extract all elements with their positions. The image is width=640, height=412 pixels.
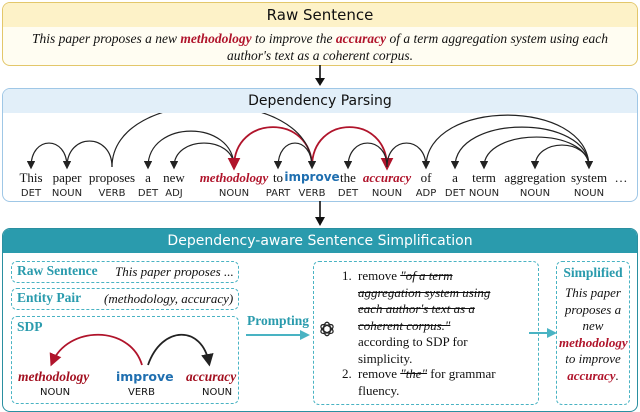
token-word: improve (284, 170, 340, 184)
raw-sentence-text: This paper proposes a new methodology to… (3, 27, 637, 67)
sdp-pos-methodology: NOUN (40, 387, 71, 398)
prompt-step-1: 1. remove "of a term aggregation system … (342, 268, 492, 367)
simplified-entity-accuracy: accuracy (567, 367, 616, 383)
raw-sentence-part2: to improve the (251, 31, 336, 46)
dependency-arc (425, 114, 594, 170)
raw-sentence-part3: of a term aggregation system using each … (226, 31, 608, 63)
prompt-steps-box: 1. remove "of a term aggregation system … (313, 261, 539, 405)
token-word: proposes (88, 170, 136, 185)
step-2-removed-text: "the" (400, 366, 428, 381)
step-2-suffix: for grammar fluency. (358, 366, 496, 398)
token-pos-tag: NOUN (371, 188, 403, 199)
down-arrow-icon (315, 201, 325, 226)
token-pos-tag: DET (137, 188, 159, 199)
raw-sentence-part1: This paper proposes a new (32, 31, 181, 46)
prompt-step-2: 2. remove "the" for grammar fluency. (342, 366, 502, 399)
raw-entity-methodology: methodology (180, 31, 252, 46)
sentence-simplification-panel: Dependency-aware Sentence Simplification… (2, 228, 638, 412)
token-word: to (272, 170, 284, 185)
token-word: aggregation (504, 170, 566, 185)
token-word: a (145, 170, 151, 185)
sdp-pos-improve: VERB (128, 387, 155, 398)
token-word: of (420, 170, 432, 185)
simplified-entity-methodology: methodology (559, 334, 628, 350)
right-arrow-icon (529, 328, 557, 338)
token-pos-tag: DET (20, 188, 42, 199)
token-pos-tag: NOUN (51, 188, 83, 199)
entity-pair-label: Entity Pair (17, 290, 82, 305)
sdp-word-improve: improve (116, 369, 174, 384)
token-pos-tag: VERB (98, 188, 126, 199)
dependency-arc (62, 140, 113, 170)
token-pos-tag: DET (444, 188, 466, 199)
raw-sentence-header: Raw Sentence (3, 3, 637, 27)
raw-sentence-label: Raw Sentence (17, 263, 98, 278)
sdp-arc-improve-methodology (49, 333, 143, 367)
step-1-suffix: according to SDP for simplicity. (358, 334, 468, 366)
token-pos-tag: VERB (298, 188, 326, 199)
token-pos-tag: PART (265, 188, 291, 199)
simplified-sentence: This paper proposes a new methodology to… (557, 285, 629, 384)
simplified-part1: This paper proposes a new (564, 285, 622, 333)
dependency-arc (111, 113, 317, 170)
dependency-arc (343, 142, 388, 170)
down-arrow-icon (315, 65, 325, 86)
token-word: paper (52, 170, 82, 185)
step-1-removed-text: "of a term aggregation system using each… (358, 268, 491, 333)
token-word: the (340, 170, 356, 185)
simplified-output-box: Simplified This paper proposes a new met… (556, 261, 630, 405)
simplified-label: Simplified (563, 265, 623, 280)
token-pos-tag: NOUN (573, 188, 605, 199)
sdp-word-accuracy: accuracy (186, 369, 237, 384)
sdp-pos-accuracy: NOUN (202, 387, 233, 398)
dependency-arc (143, 130, 235, 170)
token-word: new (163, 170, 185, 185)
step-1-prefix: remove (358, 268, 401, 283)
sdp-arc-improve-accuracy (147, 333, 214, 367)
simplification-header: Dependency-aware Sentence Simplification (3, 229, 637, 253)
sdp-arcs (49, 333, 214, 367)
token-pos-tag: NOUN (218, 188, 250, 199)
sdp-word-methodology: methodology (18, 369, 90, 384)
token-word: system (570, 170, 608, 185)
sdp-label: SDP (17, 319, 43, 334)
dependency-arc (386, 142, 431, 170)
token-pos-tag: ADP (415, 188, 437, 199)
step-1-number: 1. (342, 268, 352, 283)
dependency-arc (311, 126, 394, 171)
prompting-label: Prompting (247, 313, 310, 328)
dependency-parsing-header: Dependency Parsing (3, 89, 637, 113)
token-pos-tag: NOUN (519, 188, 551, 199)
raw-sentence-value: This paper proposes ... (115, 264, 234, 279)
right-arrow-icon (246, 330, 310, 340)
raw-sentence-panel: Raw Sentence This paper proposes a new m… (2, 2, 638, 66)
token-word: a (452, 170, 458, 185)
token-word: This (19, 170, 43, 185)
raw-entity-accuracy: accuracy (335, 31, 387, 46)
token-pos-tag: DET (337, 188, 359, 199)
raw-sentence-input-box: Raw Sentence This paper proposes ... (11, 261, 239, 283)
token-word: accuracy (362, 170, 412, 185)
simplified-part2: to improve (565, 351, 621, 366)
token-pos-tag: NOUN (468, 188, 500, 199)
token-pos-tag: ADJ (165, 188, 183, 199)
dependency-arc (169, 142, 235, 170)
step-2-prefix: remove (358, 366, 401, 381)
sdp-box: SDP methodology improve accuracy NOUN VE… (11, 316, 239, 404)
token-word: term (472, 170, 496, 185)
dependency-arc (530, 144, 590, 170)
entity-pair-value: (methodology, accuracy) (104, 291, 234, 306)
openai-logo-icon (320, 321, 334, 337)
dependency-arc (450, 126, 590, 170)
dependency-arc (26, 142, 68, 170)
token-word: methodology (199, 170, 269, 185)
dependency-arcs (26, 113, 594, 171)
step-2-number: 2. (342, 366, 352, 381)
simplified-part3: . (615, 367, 619, 383)
entity-pair-box: Entity Pair (methodology, accuracy) (11, 288, 239, 310)
token-word: … (614, 170, 628, 185)
